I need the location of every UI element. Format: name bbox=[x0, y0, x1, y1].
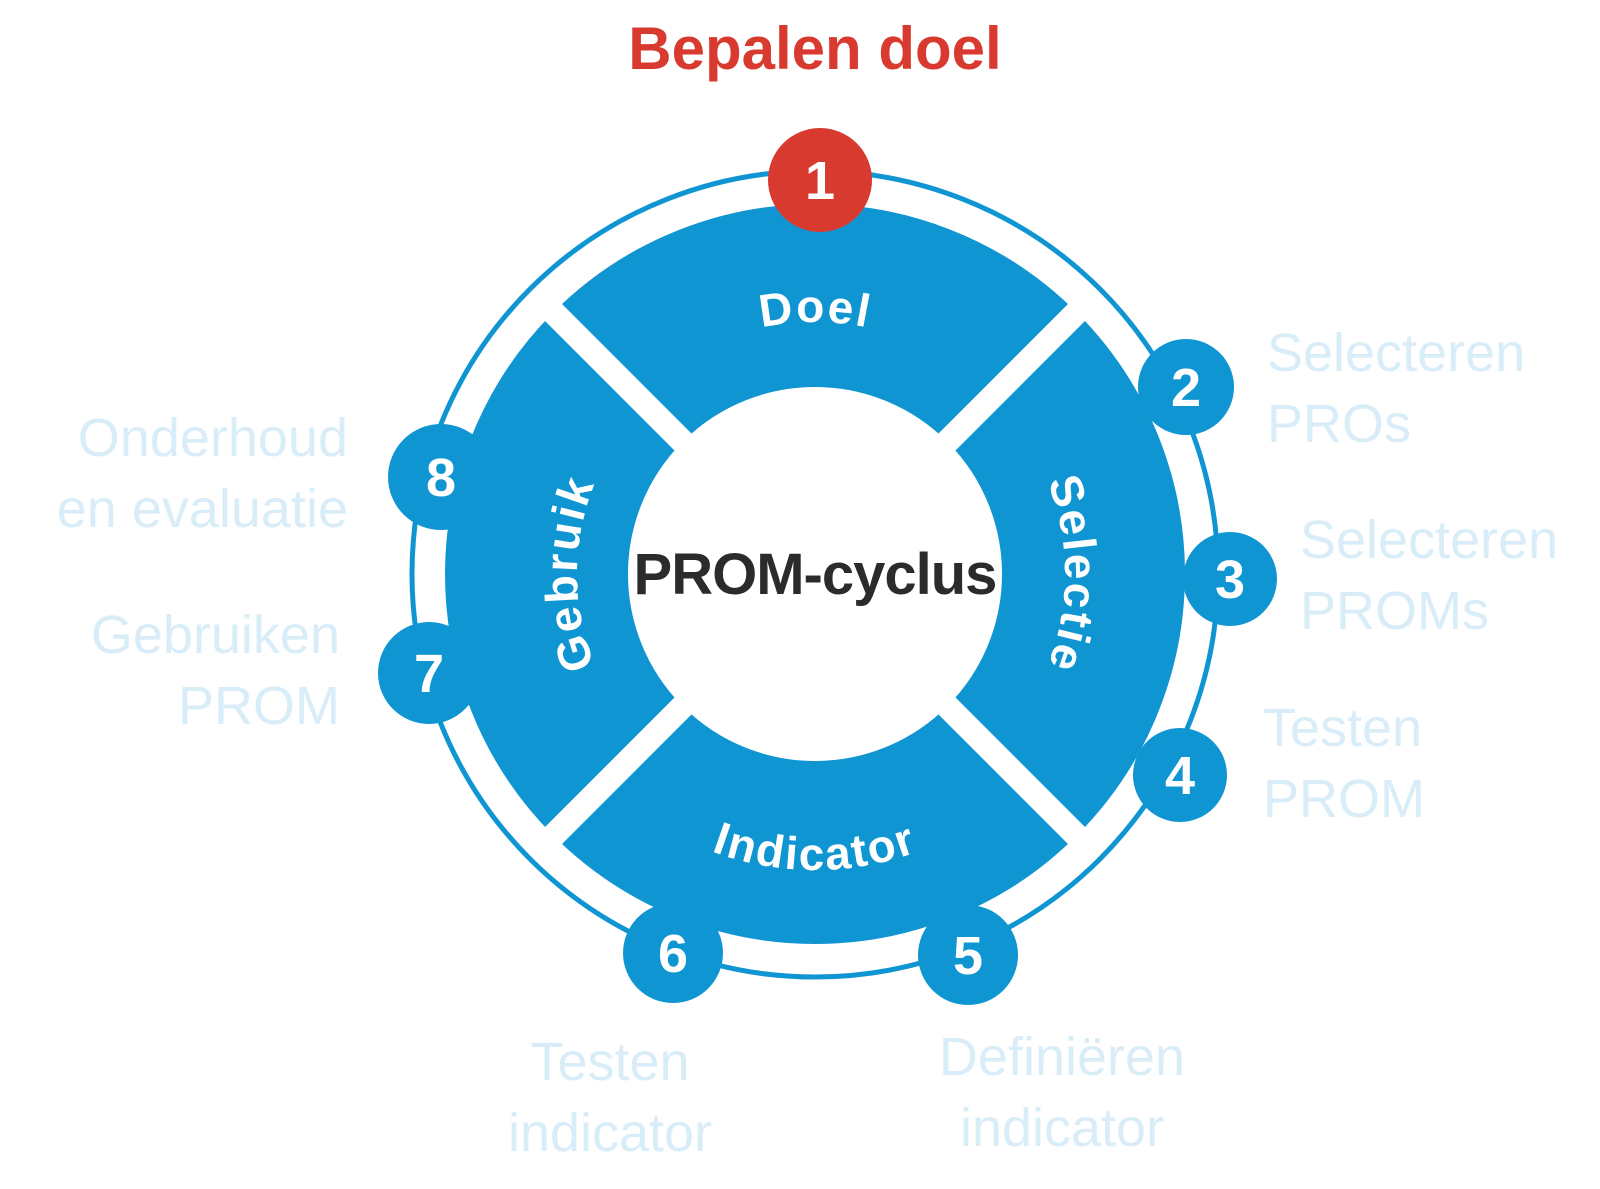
quadrant-divider-ne-sw bbox=[537, 296, 1093, 852]
step-4-circle bbox=[1133, 728, 1227, 822]
center-label: PROM-cyclus bbox=[634, 542, 997, 607]
step-2-circle bbox=[1138, 339, 1234, 435]
step-5-label: Definiëren indicator bbox=[938, 1027, 1186, 1158]
step-8-number: 8 bbox=[426, 448, 456, 508]
step-3-number: 3 bbox=[1215, 550, 1245, 610]
step-6-badge: 6 bbox=[623, 903, 723, 1003]
step-6-number: 6 bbox=[658, 924, 688, 984]
step-5-badge: 5 bbox=[918, 905, 1018, 1005]
step-4-badge: 4 bbox=[1133, 728, 1227, 822]
step-3-circle bbox=[1183, 532, 1277, 626]
step-1-badge: 1 bbox=[768, 128, 872, 232]
step-2-number: 2 bbox=[1171, 358, 1201, 418]
step-1-circle bbox=[768, 128, 872, 232]
quadrant-label-doel: Doel bbox=[755, 280, 876, 338]
step-3-badge: 3 bbox=[1183, 532, 1277, 626]
step-6-label: Testen indicator bbox=[507, 1032, 713, 1163]
step-4-label: Testen PROM bbox=[1263, 698, 1425, 829]
step-6-circle bbox=[623, 903, 723, 1003]
step-7-number: 7 bbox=[414, 644, 444, 704]
step-3-label: Selecteren PROMs bbox=[1300, 510, 1559, 641]
step-1-number: 1 bbox=[805, 151, 835, 211]
step-7-badge: 7 bbox=[378, 622, 480, 724]
step-7-label: Gebruiken PROM bbox=[90, 605, 340, 736]
cycle-ring bbox=[445, 204, 1185, 944]
step-4-number: 4 bbox=[1165, 746, 1195, 806]
step-7-circle bbox=[378, 622, 480, 724]
step-5-circle bbox=[918, 905, 1018, 1005]
step-8-badge: 8 bbox=[388, 424, 494, 530]
step-2-badge: 2 bbox=[1138, 339, 1234, 435]
diagram-title: Bepalen doel bbox=[628, 15, 1002, 82]
step-2-label: Selecteren PROs bbox=[1267, 323, 1526, 454]
step-8-label: Onderhoud en evaluatie bbox=[56, 408, 348, 539]
step-5-number: 5 bbox=[953, 926, 983, 986]
step-8-circle bbox=[388, 424, 494, 530]
